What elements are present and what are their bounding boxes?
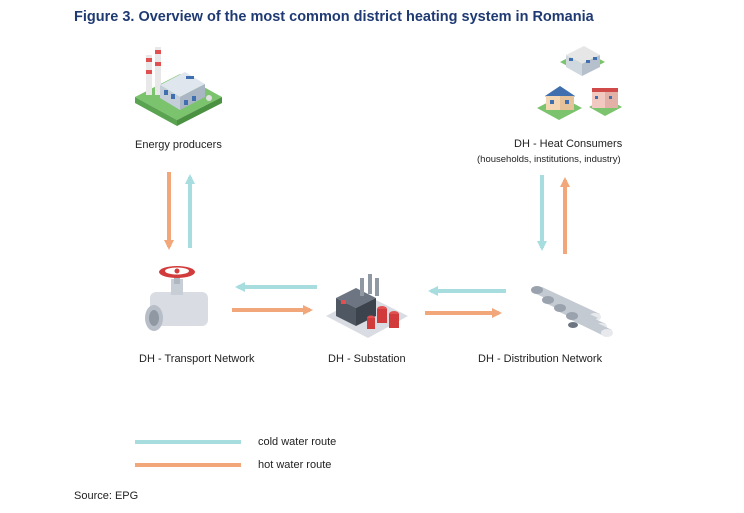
valve-pipe-icon bbox=[145, 266, 208, 331]
source-note: Source: EPG bbox=[74, 490, 139, 502]
heat-consumers-sublabel: (households, institutions, industry) bbox=[477, 154, 621, 165]
transport-network-label: DH - Transport Network bbox=[139, 353, 255, 365]
distribution-network-label: DH - Distribution Network bbox=[478, 353, 603, 365]
energy-producers-label: Energy producers bbox=[135, 139, 222, 151]
legend-cold-label: cold water route bbox=[258, 436, 337, 448]
pipes-icon bbox=[531, 286, 613, 337]
substation-icon bbox=[326, 274, 408, 338]
buildings-icon bbox=[537, 46, 622, 120]
figure-title: Figure 3. Overview of the most common di… bbox=[74, 9, 594, 25]
factory-icon bbox=[135, 47, 222, 126]
legend-hot-label: hot water route bbox=[258, 459, 332, 471]
substation-label: DH - Substation bbox=[328, 353, 406, 365]
heat-consumers-label: DH - Heat Consumers bbox=[514, 138, 623, 150]
